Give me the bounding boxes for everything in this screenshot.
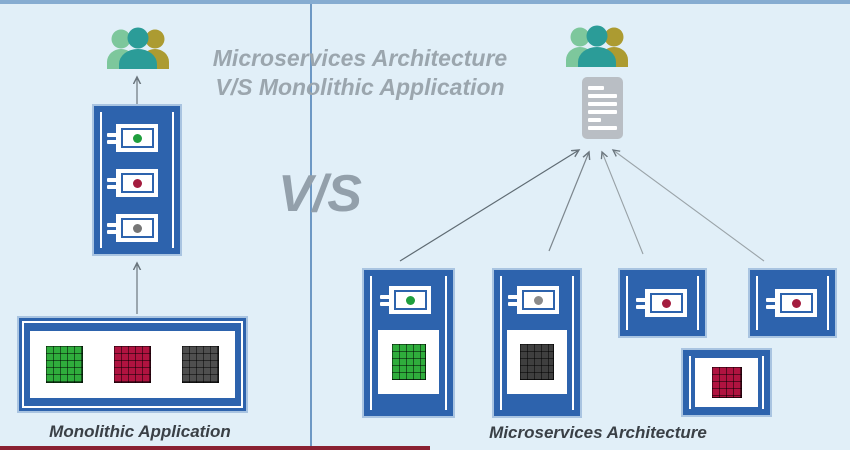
user-middle-body xyxy=(578,47,616,67)
microservice-4 xyxy=(748,268,837,338)
component-card-inner xyxy=(521,290,555,310)
users-icon xyxy=(107,27,169,69)
connector-icon xyxy=(107,222,117,234)
data-grid-red xyxy=(113,346,151,383)
connector-icon xyxy=(380,294,390,306)
server-line xyxy=(588,86,604,90)
server-icon xyxy=(582,77,623,139)
users-icon xyxy=(566,25,628,67)
component-status-dot xyxy=(132,178,142,188)
user-right-head xyxy=(604,27,624,47)
top-accent-bar xyxy=(0,0,850,4)
page-title-line1: Microservices Architecture xyxy=(212,45,508,71)
microservice-2 xyxy=(492,268,582,418)
data-grid-red xyxy=(711,367,742,398)
user-left-head xyxy=(111,29,131,49)
container-inner-line xyxy=(100,112,102,248)
page-title-line2: V/S Monolithic Application xyxy=(215,74,505,100)
component-card-inner xyxy=(649,293,683,313)
component-card-inner xyxy=(393,290,427,310)
component-status-dot xyxy=(791,298,801,308)
user-middle-head xyxy=(586,25,608,47)
server-line xyxy=(588,94,617,98)
service-data-panel xyxy=(507,330,567,394)
server-line xyxy=(588,126,617,130)
container-inner-line xyxy=(572,276,574,410)
component-status-dot xyxy=(405,295,415,305)
connector-icon xyxy=(636,297,646,309)
container-inner-line xyxy=(689,356,691,409)
service-data-panel xyxy=(695,358,758,407)
component-module xyxy=(107,214,158,242)
connector-icon xyxy=(766,297,776,309)
component-card xyxy=(517,286,559,314)
container-inner-line xyxy=(762,356,764,409)
microservice-5 xyxy=(681,348,772,417)
arrow-service2-to-server xyxy=(548,152,589,252)
component-card xyxy=(116,124,158,152)
bottom-accent-bar xyxy=(0,446,430,450)
page-title: Microservices Architecture V/S Monolithi… xyxy=(198,44,522,102)
server-line xyxy=(588,118,602,122)
component-module xyxy=(107,169,158,197)
component-card-inner xyxy=(120,218,154,238)
component-status-dot xyxy=(533,295,543,305)
data-grid-green xyxy=(391,344,426,380)
container-inner-line xyxy=(370,276,372,410)
data-grid-green xyxy=(45,346,83,383)
component-status-dot xyxy=(661,298,671,308)
monolithic-container xyxy=(92,104,182,256)
service-data-panel xyxy=(378,330,439,394)
user-left-head xyxy=(570,27,590,47)
component-module xyxy=(636,289,687,317)
container-inner-line xyxy=(697,276,699,330)
data-grid-gray xyxy=(520,344,554,380)
container-inner-line xyxy=(756,276,758,330)
component-module xyxy=(380,286,431,314)
component-module xyxy=(508,286,559,314)
component-card xyxy=(116,169,158,197)
component-card xyxy=(389,286,431,314)
container-inner-line xyxy=(827,276,829,330)
component-card-inner xyxy=(120,128,154,148)
component-status-dot xyxy=(132,223,142,233)
data-grid-gray xyxy=(182,346,220,383)
arrow-service3-to-server xyxy=(602,152,644,255)
connector-icon xyxy=(508,294,518,306)
user-right-head xyxy=(145,29,165,49)
component-module xyxy=(766,289,817,317)
server-line xyxy=(588,110,617,114)
component-card xyxy=(775,289,817,317)
component-status-dot xyxy=(132,133,142,143)
arrow-service4-to-server xyxy=(613,150,765,262)
user-middle-body xyxy=(119,49,157,69)
microservices-label: Microservices Architecture xyxy=(489,423,707,442)
user-middle-head xyxy=(127,27,149,49)
monolithic-database-panel xyxy=(30,331,235,398)
container-inner-line xyxy=(500,276,502,410)
component-card-inner xyxy=(779,293,813,313)
monolithic-database-box xyxy=(17,316,248,413)
microservice-3 xyxy=(618,268,707,338)
component-module xyxy=(107,124,158,152)
connector-icon xyxy=(107,177,117,189)
monolithic-label: Monolithic Application xyxy=(49,422,231,441)
component-card xyxy=(116,214,158,242)
component-card xyxy=(645,289,687,317)
server-line xyxy=(588,102,617,106)
container-inner-line xyxy=(445,276,447,410)
container-inner-line xyxy=(172,112,174,248)
microservice-1 xyxy=(362,268,455,418)
container-inner-line xyxy=(626,276,628,330)
vs-text: V/S xyxy=(278,165,362,223)
arrow-service1-to-server xyxy=(399,150,579,262)
center-divider-line xyxy=(310,4,312,450)
component-card-inner xyxy=(120,173,154,193)
connector-icon xyxy=(107,132,117,144)
